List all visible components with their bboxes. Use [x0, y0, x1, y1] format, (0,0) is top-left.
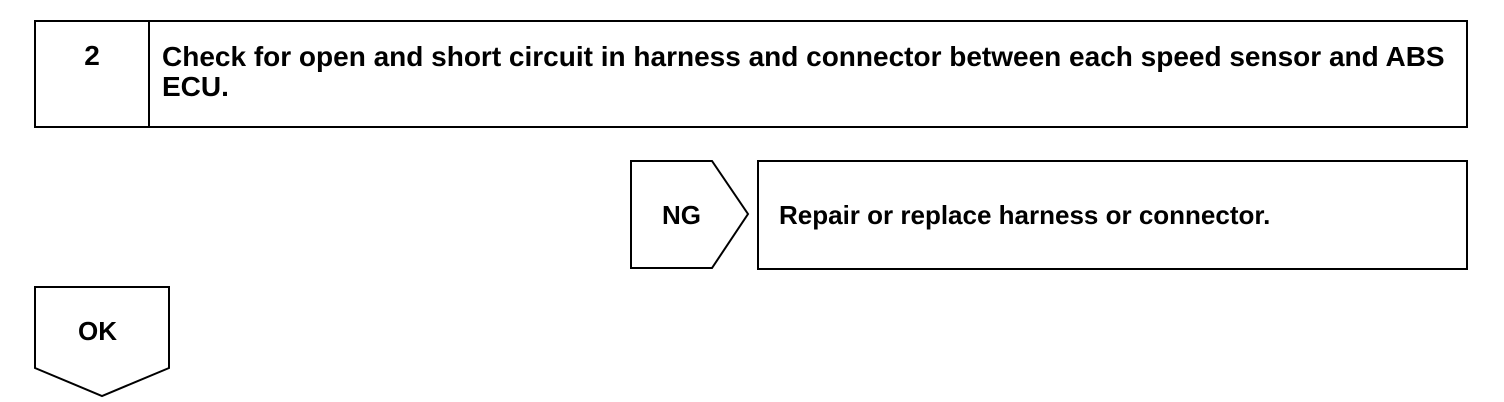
ng-tab: NG: [630, 160, 750, 270]
ok-tab: OK: [34, 286, 174, 398]
ng-action-text: Repair or replace harness or connector.: [779, 199, 1271, 230]
ng-label: NG: [662, 200, 701, 230]
ok-label: OK: [78, 316, 117, 346]
ng-action-box: Repair or replace harness or connector.: [757, 160, 1468, 270]
step-number: 2: [36, 22, 150, 126]
step-box: 2 Check for open and short circuit in ha…: [34, 20, 1468, 128]
step-instruction: Check for open and short circuit in harn…: [162, 41, 1445, 102]
ok-arrow-shape: [34, 286, 170, 398]
ng-arrow-shape: [630, 160, 750, 269]
